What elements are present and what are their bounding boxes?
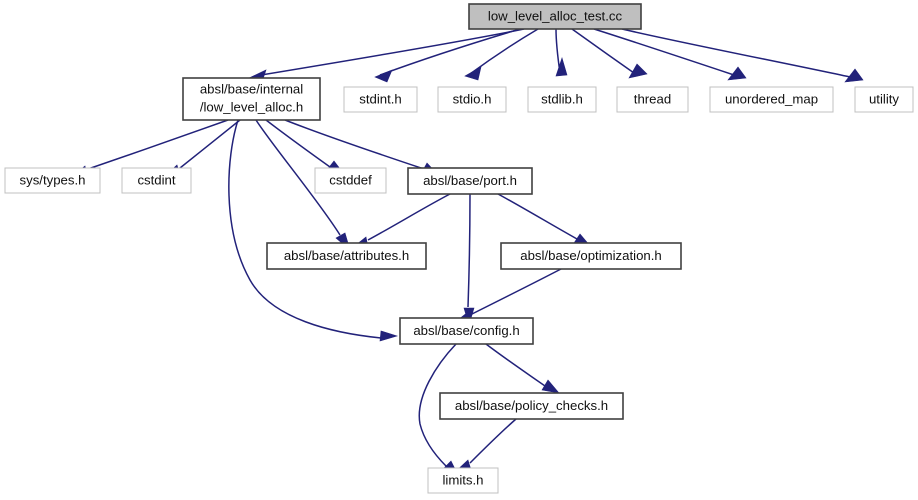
node-label-line1: absl/base/internal [200, 82, 303, 97]
arrowhead-icon [374, 69, 393, 83]
edge-line [284, 119, 425, 170]
node-cstdint[interactable]: cstdint [121, 167, 192, 194]
arrowhead-icon [464, 66, 482, 81]
node-box[interactable] [399, 317, 534, 345]
node-label: absl/base/attributes.h [284, 248, 409, 263]
edge-line [469, 268, 562, 316]
edge-port-to-config [463, 193, 475, 327]
node-systypes[interactable]: sys/types.h [4, 167, 101, 194]
node-label: sys/types.h [20, 172, 86, 187]
node-box[interactable] [266, 242, 427, 270]
edge-line [593, 28, 735, 76]
arrowhead-icon [628, 63, 648, 79]
node-box[interactable] [616, 86, 689, 113]
node-label: absl/base/policy_checks.h [455, 398, 608, 413]
node-stdio[interactable]: stdio.h [437, 86, 507, 113]
node-utility[interactable]: utility [854, 86, 914, 113]
node-box[interactable] [314, 167, 387, 194]
node-box[interactable] [854, 86, 914, 113]
node-label: limits.h [442, 472, 483, 487]
node-label: unordered_map [725, 91, 818, 106]
node-stdint[interactable]: stdint.h [343, 86, 418, 113]
node-box[interactable] [439, 392, 624, 420]
edge-root-to-thread [571, 28, 648, 79]
edge-policy_checks-to-limits [453, 418, 517, 474]
edge-root-to-unordered_map [593, 28, 747, 81]
node-box[interactable] [182, 77, 321, 121]
arrowhead-icon [541, 379, 560, 394]
edge-line [467, 193, 471, 308]
node-box[interactable] [343, 86, 418, 113]
edge-line [254, 28, 525, 77]
node-thread[interactable]: thread [616, 86, 689, 113]
node-cstddef[interactable]: cstddef [314, 167, 387, 194]
edge-line [485, 343, 546, 387]
edge-line [418, 343, 457, 467]
node-unordered_map[interactable]: unordered_map [709, 86, 834, 113]
edge-line [367, 193, 451, 241]
node-optimization[interactable]: absl/base/optimization.h [500, 242, 682, 270]
edge-line [497, 193, 578, 240]
node-box[interactable] [527, 86, 597, 113]
node-box[interactable] [709, 86, 834, 113]
edge-line [571, 28, 635, 74]
edge-root-to-utility [621, 28, 864, 83]
node-label: low_level_alloc_test.cc [488, 8, 623, 23]
node-port[interactable]: absl/base/port.h [407, 167, 533, 195]
node-label: thread [634, 91, 671, 106]
node-box[interactable] [427, 467, 499, 494]
edge-line [379, 28, 521, 76]
arrowhead-icon [727, 66, 747, 81]
node-box[interactable] [468, 3, 642, 30]
edge-line [255, 119, 341, 236]
node-box[interactable] [437, 86, 507, 113]
edge-line [179, 119, 241, 169]
edge-lowlevelalloc-to-config [228, 119, 399, 342]
nodes-layer: low_level_alloc_test.cc absl/base/interna… [4, 3, 914, 494]
node-box[interactable] [500, 242, 682, 270]
edge-root-to-stdlib [555, 28, 568, 77]
edge-line [265, 119, 331, 168]
edge-port-to-optimization [497, 193, 592, 248]
node-label: utility [869, 91, 899, 106]
node-stdlib[interactable]: stdlib.h [527, 86, 597, 113]
node-box[interactable] [407, 167, 533, 195]
arrowhead-icon [844, 68, 864, 83]
edge-line [621, 28, 851, 78]
node-label: cstdint [137, 172, 175, 187]
node-lowlevelalloc[interactable]: absl/base/internal/low_level_alloc.h [182, 77, 321, 121]
node-root[interactable]: low_level_alloc_test.cc [468, 3, 642, 30]
arrowhead-icon [379, 330, 399, 342]
node-limits[interactable]: limits.h [427, 467, 499, 494]
node-box[interactable] [121, 167, 192, 194]
edge-config-to-policy_checks [485, 343, 560, 394]
node-label: absl/base/config.h [413, 323, 519, 338]
edge-port-to-attributes [349, 193, 451, 250]
node-label: stdio.h [453, 91, 492, 106]
edge-root-to-stdio [464, 28, 539, 81]
node-box[interactable] [4, 167, 101, 194]
node-label: absl/base/optimization.h [520, 248, 661, 263]
edge-line [469, 418, 517, 464]
node-attributes[interactable]: absl/base/attributes.h [266, 242, 427, 270]
node-config[interactable]: absl/base/config.h [399, 317, 534, 345]
edge-root-to-stdint [374, 28, 521, 83]
node-label: stdlib.h [541, 91, 583, 106]
node-label-line2: /low_level_alloc.h [200, 100, 303, 115]
node-policy_checks[interactable]: absl/base/policy_checks.h [439, 392, 624, 420]
node-label: stdint.h [359, 91, 402, 106]
node-label: absl/base/port.h [423, 173, 517, 188]
edge-line [228, 119, 382, 339]
arrowhead-icon [555, 56, 568, 77]
edge-line [87, 119, 229, 170]
node-label: cstddef [329, 172, 372, 187]
